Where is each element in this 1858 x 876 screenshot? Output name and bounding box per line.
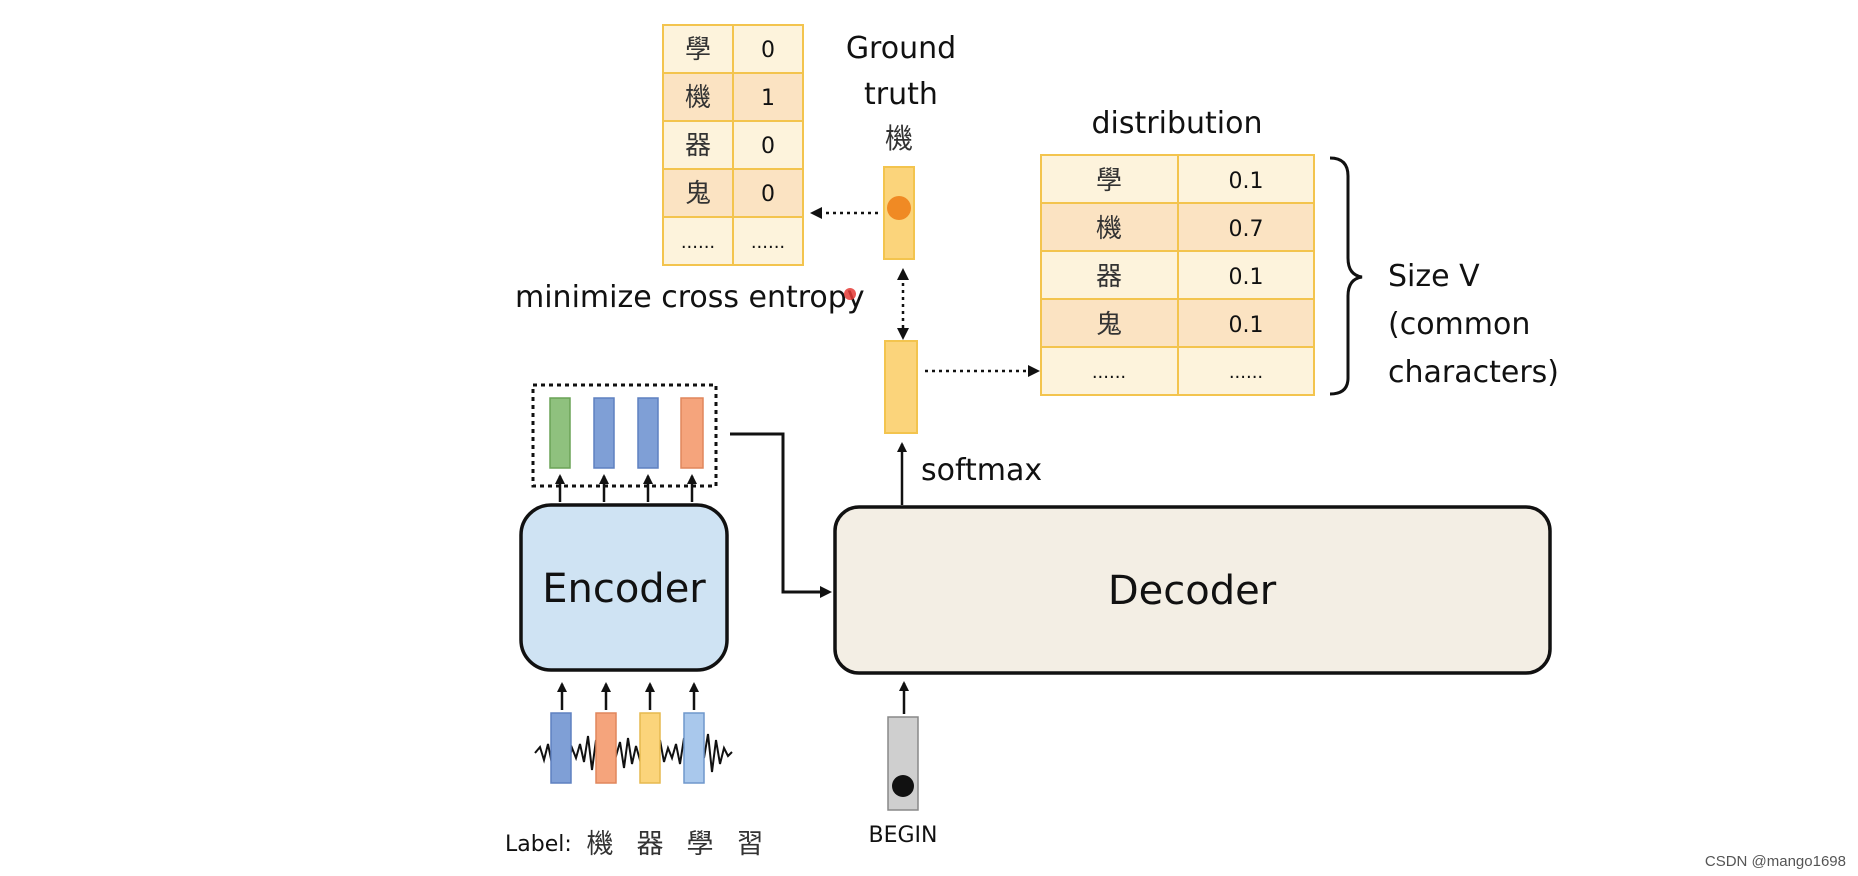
encoder-decoder-connector	[730, 432, 822, 594]
gt-row-char: 學	[685, 35, 711, 65]
gt-row-char: 機	[685, 83, 711, 113]
gt-row-value: 0	[761, 182, 775, 207]
decoder-block	[833, 505, 1552, 675]
output-token	[884, 340, 918, 434]
ground-truth-table: 學 0 機 1 器 0 鬼 0 ...... ......	[662, 24, 804, 266]
pointer-dot	[844, 288, 856, 300]
encoder-output-box	[531, 383, 718, 488]
label-char: 器	[637, 829, 664, 860]
dist-row-value: 0.1	[1229, 169, 1264, 194]
label-char: 機	[587, 829, 614, 860]
gt-row-value: 0	[761, 134, 775, 159]
encoder-output-vector	[593, 397, 615, 469]
size-v-line1: Size V	[1388, 259, 1480, 294]
arrowhead-icon	[897, 328, 909, 340]
decoder-label: Decoder	[1108, 568, 1277, 614]
minimize-label: minimize cross entropy	[515, 280, 865, 315]
dist-row-char: 器	[1096, 262, 1122, 292]
arrowhead-icon	[810, 207, 822, 219]
input-frame	[595, 712, 617, 784]
gt-row-value: 0	[761, 38, 775, 63]
arrowhead-icon	[1028, 365, 1040, 377]
gt-row-char: ......	[681, 232, 715, 253]
ground-truth-title-line1: Ground	[846, 31, 956, 66]
label-char: 習	[737, 829, 764, 860]
begin-token	[887, 716, 919, 811]
arrowhead-icon	[820, 586, 832, 598]
encoder-output-vector	[680, 397, 704, 469]
dist-row-value: 0.1	[1229, 265, 1264, 290]
label-char: 學	[687, 829, 714, 860]
encoder-label: Encoder	[542, 566, 706, 612]
begin-dot	[892, 775, 914, 797]
encoder-output-vector	[549, 397, 571, 469]
watermark: CSDN @mango1698	[1704, 853, 1846, 870]
softmax-label: softmax	[921, 453, 1042, 488]
dist-row-char: 學	[1096, 166, 1122, 196]
input-frame	[683, 712, 705, 784]
dist-row-value: ......	[1229, 362, 1263, 383]
dist-row-value: 0.7	[1229, 217, 1264, 242]
dist-row-char: ......	[1092, 362, 1126, 383]
ground-truth-char: 機	[885, 122, 913, 155]
gt-row-char: 器	[685, 131, 711, 161]
arrowhead-icon	[897, 268, 909, 280]
input-frame	[550, 712, 572, 784]
size-v-line2: (common	[1388, 307, 1530, 342]
one-hot-dot	[887, 196, 911, 220]
gt-row-value: 1	[761, 86, 775, 111]
gt-row-char: 鬼	[685, 179, 711, 209]
dist-row-char: 鬼	[1096, 310, 1122, 340]
label-prefix: Label:	[505, 832, 572, 857]
size-brace	[1329, 156, 1363, 396]
encoder-output-vector	[637, 397, 659, 469]
gt-row-value: ......	[751, 232, 785, 253]
dist-row-char: 機	[1096, 214, 1122, 244]
dist-row-value: 0.1	[1229, 313, 1264, 338]
distribution-table: 學 0.1 機 0.7 器 0.1 鬼 0.1 ...... ......	[1040, 154, 1315, 396]
distribution-title: distribution	[1092, 106, 1263, 141]
size-v-line3: characters)	[1388, 355, 1559, 390]
ground-truth-title-line2: truth	[864, 77, 938, 112]
input-frame	[639, 712, 661, 784]
encoder-block	[519, 503, 729, 672]
begin-label: BEGIN	[869, 823, 938, 848]
